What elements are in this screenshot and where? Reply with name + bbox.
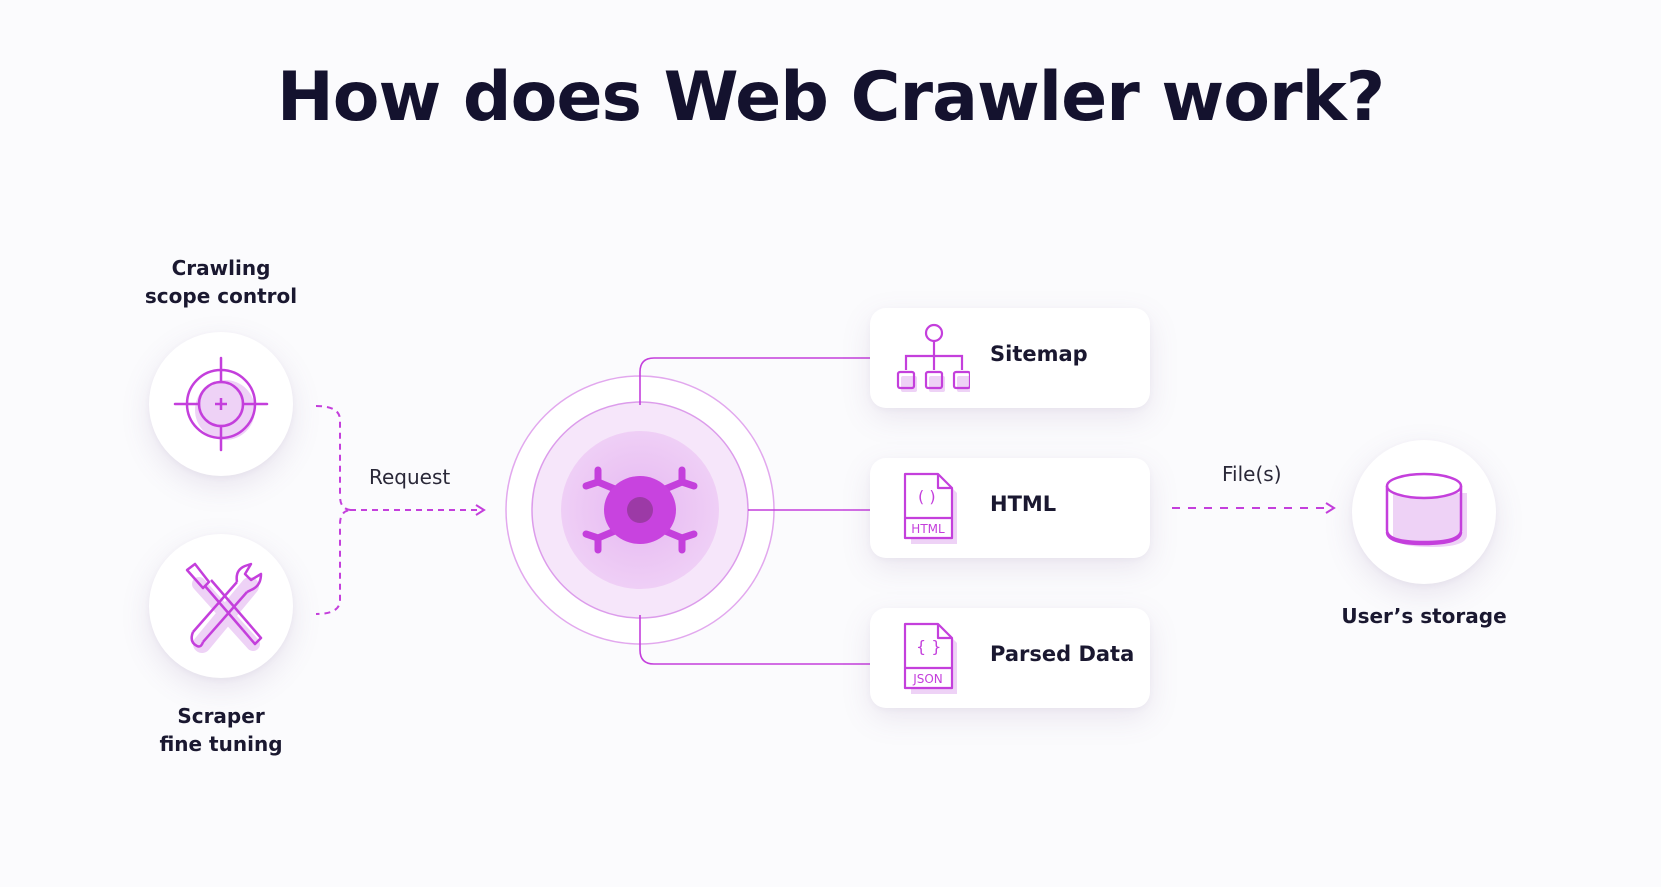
sitemap-card: Sitemap (870, 308, 1150, 408)
storage-node (1352, 440, 1496, 584)
html-file-icon: ( ) HTML (903, 472, 957, 544)
parsed-data-card: { } JSON Parsed Data (870, 608, 1150, 708)
json-file-icon: { } JSON (903, 622, 957, 694)
json-file-glyph: { } (916, 637, 941, 656)
html-file-badge: HTML (911, 522, 945, 536)
scope-control-label: Crawling scope control (120, 254, 322, 310)
parsed-data-connector (639, 615, 870, 665)
sitemap-icon (896, 323, 970, 392)
tools-icon (185, 562, 263, 653)
crawler-bug-icon (582, 466, 698, 554)
scope-control-label-line1: Crawling (171, 256, 271, 280)
scope-control-node (149, 332, 293, 476)
fine-tuning-label: Scraper fine tuning (120, 702, 322, 758)
storage-label: User’s storage (1341, 604, 1507, 628)
json-file-badge: JSON (912, 672, 943, 686)
page-title: How does Web Crawler work? (276, 58, 1385, 137)
fine-tuning-label-line2: fine tuning (159, 732, 283, 756)
html-file-glyph: ( ) (918, 487, 936, 506)
request-bracket (315, 405, 353, 615)
crosshair-icon (173, 356, 269, 452)
sitemap-label: Sitemap (990, 342, 1088, 366)
html-card: ( ) HTML HTML (870, 458, 1150, 558)
files-label: File(s) (1222, 462, 1282, 486)
fine-tuning-label-line1: Scraper (177, 704, 265, 728)
parsed-data-label: Parsed Data (990, 642, 1135, 666)
scope-control-label-line2: scope control (144, 284, 298, 308)
html-label: HTML (990, 492, 1057, 516)
fine-tuning-node (149, 534, 293, 678)
sitemap-connector (639, 357, 870, 405)
database-icon (1385, 472, 1467, 547)
request-label: Request (369, 465, 451, 489)
